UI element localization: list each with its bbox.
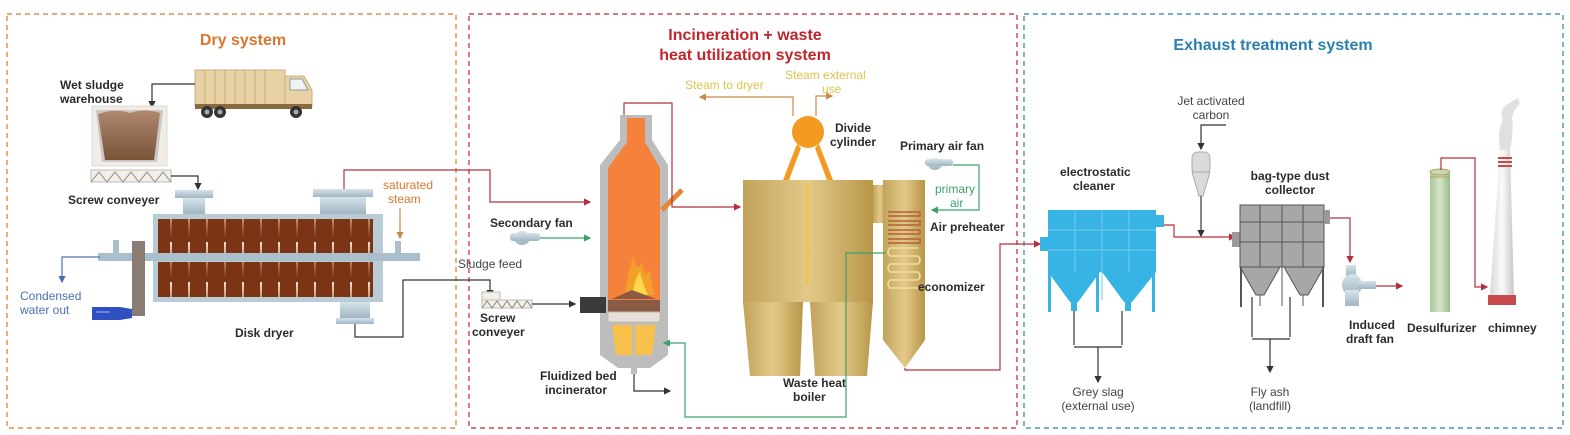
idf-label-2: draft fan	[1346, 332, 1394, 346]
wet-sludge-label-2: warehouse	[59, 92, 123, 106]
wet-sludge-label-1: Wet sludge	[60, 78, 124, 92]
fly-ash-line	[1251, 297, 1291, 372]
secondary-fan-label: Secondary fan	[490, 216, 573, 230]
incinerator-label-2: incinerator	[545, 383, 607, 397]
jet-carbon-label-1: Jet activated	[1177, 94, 1244, 108]
wet-sludge-warehouse-icon	[91, 105, 168, 167]
chimney-icon	[1488, 98, 1520, 305]
dry-system-title: Dry system	[200, 32, 286, 49]
hot-air-return-line	[662, 252, 886, 418]
condensed-water-label-2: water out	[19, 303, 70, 317]
saturated-steam-label-2: steam	[388, 192, 421, 206]
desulfurizer-to-chimney-line	[1440, 157, 1489, 291]
grey-slag-line	[1073, 311, 1123, 382]
steam-external-label-2: use	[822, 82, 842, 96]
screw-conveyer-2-label-1: Screw	[480, 311, 516, 325]
conveyer-to-dryer-arrow	[171, 175, 202, 191]
grey-slag-label-2: (external use)	[1061, 399, 1134, 413]
dryer-vapor-line	[343, 169, 592, 206]
air-preheater-economizer-icon	[883, 180, 925, 368]
saturated-steam-label-1: saturated	[383, 178, 433, 192]
incinerator-flue-line	[623, 102, 742, 211]
waste-heat-boiler-icon	[743, 180, 887, 376]
desulfurizer-icon	[1429, 168, 1451, 312]
waste-heat-boiler-label-1: Waste heat	[783, 376, 846, 390]
bag-collector-label-1: bag-type dust	[1251, 169, 1330, 183]
disk-dryer-icon	[92, 189, 420, 324]
divide-cylinder-label-2: cylinder	[830, 135, 876, 149]
primary-air-fan-icon	[925, 158, 953, 170]
bag-to-idf-flue-line	[1330, 217, 1354, 264]
bag-dust-collector-icon	[1232, 204, 1330, 307]
sludge-feed-label: Sludge feed	[458, 257, 522, 271]
esp-to-bag-flue-line	[1164, 224, 1237, 241]
screw-conveyer-2-label-2: conveyer	[472, 325, 525, 339]
steam-to-dryer-label: Steam to dryer	[685, 78, 764, 92]
screw-conveyer-label: Screw conveyer	[68, 193, 160, 207]
divide-cylinder-icon	[783, 116, 833, 180]
fly-ash-label-2: (landfill)	[1249, 399, 1291, 413]
electrostatic-cleaner-label-1: electrostatic	[1060, 165, 1131, 179]
ash-discharge-line	[633, 374, 672, 395]
condensed-water-line	[58, 256, 100, 284]
incineration-title-line1: Incineration + waste	[668, 27, 821, 44]
primary-air-label-1: primary	[935, 182, 975, 196]
divide-cylinder-label-1: Divide	[835, 121, 871, 135]
desulfurizer-label: Desulfurizer	[1407, 321, 1477, 335]
steam-external-line	[815, 92, 834, 116]
truck-icon	[194, 69, 313, 118]
jet-carbon-label-2: carbon	[1193, 108, 1230, 122]
grey-slag-label-1: Grey slag	[1072, 385, 1123, 399]
secondary-fan-icon	[510, 231, 540, 245]
screw-conveyer-2-icon	[481, 291, 533, 309]
bag-collector-label-2: collector	[1265, 183, 1315, 197]
exhaust-title: Exhaust treatment system	[1173, 37, 1372, 54]
screw-conveyer-1-icon	[90, 169, 172, 183]
truck-to-warehouse-arrow	[148, 83, 195, 109]
electrostatic-cleaner-icon	[1040, 210, 1164, 312]
economizer-label: economizer	[918, 280, 985, 294]
primary-air-line	[930, 164, 980, 214]
disk-dryer-label: Disk dryer	[235, 326, 294, 340]
air-preheater-label: Air preheater	[930, 220, 1005, 234]
activated-carbon-hopper-icon	[1191, 151, 1211, 197]
waste-heat-boiler-label-2: boiler	[793, 390, 826, 404]
incineration-title-line2: heat utilization system	[659, 47, 831, 64]
steam-external-label-1: Steam external	[785, 68, 866, 82]
dried-sludge-line	[354, 279, 494, 338]
fly-ash-label-1: Fly ash	[1251, 385, 1290, 399]
incineration-system-box	[468, 13, 1018, 429]
condensed-water-label-1: Condensed	[20, 289, 81, 303]
boiler-flue-line	[904, 240, 1042, 371]
fluidized-bed-incinerator-icon	[580, 115, 684, 374]
electrostatic-cleaner-label-2: cleaner	[1073, 179, 1115, 193]
primary-air-label-2: air	[950, 196, 963, 210]
carbon-feed-line	[1197, 124, 1226, 151]
induced-draft-fan-icon	[1342, 265, 1376, 306]
idf-label-1: Induced	[1349, 318, 1395, 332]
incinerator-label-1: Fluidized bed	[540, 369, 617, 383]
primary-air-fan-label: Primary air fan	[900, 139, 984, 153]
steam-to-dryer-line	[698, 93, 794, 116]
chimney-label: chimney	[1488, 321, 1537, 335]
